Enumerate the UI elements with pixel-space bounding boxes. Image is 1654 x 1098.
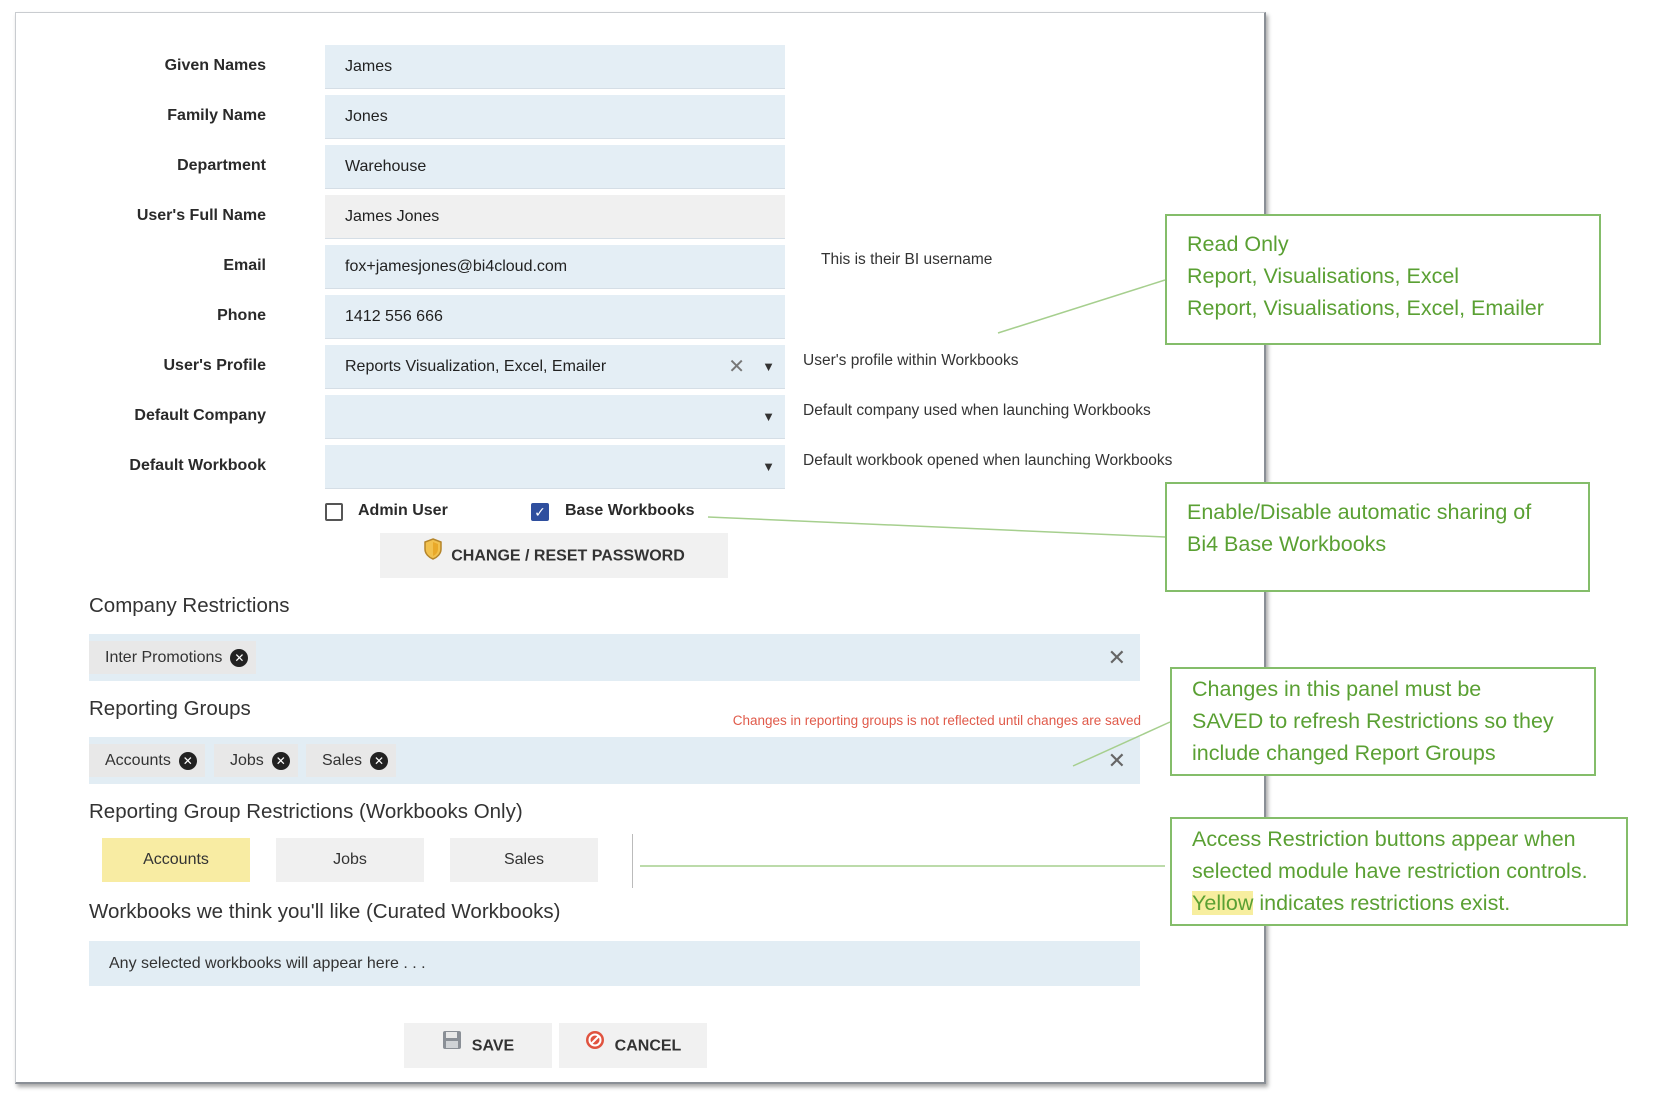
family-name-label: Family Name <box>167 107 266 124</box>
default-workbook-hint: Default workbook opened when launching W… <box>803 452 1173 469</box>
callout-line-rest: indicates restrictions exist. <box>1253 891 1511 915</box>
clear-icon[interactable]: ✕ <box>728 356 745 378</box>
base-workbooks-checkbox[interactable]: ✓ <box>531 503 549 521</box>
default-company-select[interactable]: ▼ <box>325 395 785 439</box>
profile-label: User's Profile <box>163 357 266 374</box>
phone-input[interactable]: 1412 556 666 <box>325 295 785 339</box>
admin-user-checkbox[interactable] <box>325 503 343 521</box>
reporting-group-restrictions-title: Reporting Group Restrictions (Workbooks … <box>89 800 523 823</box>
reporting-group-tag-label: Sales <box>322 752 363 769</box>
department-label: Department <box>177 157 266 174</box>
callout-line: Report, Visualisations, Excel <box>1187 264 1460 288</box>
divider <box>632 834 633 888</box>
reporting-group-tag-label: Jobs <box>230 752 264 769</box>
default-company-hint: Default company used when launching Work… <box>803 402 1151 419</box>
curated-workbooks-placeholder: Any selected workbooks will appear here … <box>109 955 426 972</box>
floppy-disk-icon <box>442 1023 462 1068</box>
reporting-groups-field[interactable]: Accounts ✕ Jobs ✕ Sales ✕ ✕ <box>89 737 1140 784</box>
reporting-group-tag: Sales ✕ <box>306 744 397 777</box>
callout-line: Enable/Disable automatic sharing of <box>1187 500 1532 524</box>
base-workbooks-callout: Enable/Disable automatic sharing of Bi4 … <box>1165 482 1590 592</box>
default-workbook-select[interactable]: ▼ <box>325 445 785 489</box>
restriction-button-jobs[interactable]: Jobs <box>276 838 424 882</box>
clear-all-icon[interactable]: ✕ <box>1107 645 1126 670</box>
chevron-down-icon[interactable]: ▼ <box>762 359 775 374</box>
department-input[interactable]: Warehouse <box>325 145 785 189</box>
email-input[interactable]: fox+jamesjones@bi4cloud.com <box>325 245 785 289</box>
given-names-input[interactable]: James <box>325 45 785 89</box>
change-password-label: CHANGE / RESET PASSWORD <box>451 547 685 565</box>
remove-tag-icon[interactable]: ✕ <box>230 648 249 667</box>
company-restrictions-field[interactable]: Inter Promotions ✕ ✕ <box>89 634 1140 681</box>
profile-callout: Read Only Report, Visualisations, Excel … <box>1165 214 1601 345</box>
callout-line: Changes in this panel must be <box>1192 677 1482 701</box>
save-label: SAVE <box>471 1037 515 1055</box>
chevron-down-icon[interactable]: ▼ <box>762 459 775 474</box>
company-restrictions-title: Company Restrictions <box>89 594 290 617</box>
clear-all-icon[interactable]: ✕ <box>1107 748 1126 773</box>
reporting-groups-warning: Changes in reporting groups is not refle… <box>732 713 1141 728</box>
company-tag-label: Inter Promotions <box>105 649 223 666</box>
chevron-down-icon[interactable]: ▼ <box>762 409 775 424</box>
callout-line: Access Restriction buttons appear when <box>1192 827 1576 851</box>
profile-select-value: Reports Visualization, Excel, Emailer <box>345 358 607 375</box>
profile-hint: User's profile within Workbooks <box>803 352 1019 369</box>
restriction-button-sales[interactable]: Sales <box>450 838 598 882</box>
family-name-input[interactable]: Jones <box>325 95 785 139</box>
change-password-button[interactable]: CHANGE / RESET PASSWORD <box>380 533 728 578</box>
yellow-highlight: Yellow <box>1192 891 1254 915</box>
default-workbook-label: Default Workbook <box>129 457 266 474</box>
base-workbooks-label: Base Workbooks <box>565 502 695 519</box>
profile-select[interactable]: Reports Visualization, Excel, Emailer ✕ … <box>325 345 785 389</box>
full-name-label: User's Full Name <box>136 207 266 224</box>
remove-tag-icon[interactable]: ✕ <box>178 751 197 770</box>
callout-line: Yellow indicates restrictions exist. <box>1192 887 1626 919</box>
given-names-label: Given Names <box>164 57 266 74</box>
cancel-button[interactable]: CANCEL <box>559 1023 707 1068</box>
full-name-field: James Jones <box>325 195 785 239</box>
curated-workbooks-field[interactable]: Any selected workbooks will appear here … <box>89 941 1140 986</box>
callout-line: Report, Visualisations, Excel, Emailer <box>1187 296 1544 320</box>
restriction-button-accounts[interactable]: Accounts <box>102 838 250 882</box>
shield-icon <box>423 533 443 578</box>
remove-tag-icon[interactable]: ✕ <box>370 751 389 770</box>
checkmark-icon: ✓ <box>534 504 546 520</box>
callout-line: Read Only <box>1187 232 1289 256</box>
email-label: Email <box>223 257 266 274</box>
email-hint: This is their BI username <box>821 251 993 268</box>
reporting-group-tag: Accounts ✕ <box>89 744 205 777</box>
reporting-groups-callout: Changes in this panel must be SAVED to r… <box>1170 667 1596 776</box>
callout-line: selected module have restriction control… <box>1192 859 1588 883</box>
cancel-label: CANCEL <box>614 1037 682 1055</box>
remove-tag-icon[interactable]: ✕ <box>271 751 290 770</box>
default-company-label: Default Company <box>134 407 266 424</box>
save-button[interactable]: SAVE <box>404 1023 552 1068</box>
phone-label: Phone <box>217 307 266 324</box>
reporting-groups-title: Reporting Groups <box>89 697 251 720</box>
reporting-group-tag-label: Accounts <box>105 752 171 769</box>
cancel-icon <box>585 1023 605 1068</box>
admin-user-label: Admin User <box>358 502 448 519</box>
callout-line: include changed Report Groups <box>1192 741 1496 765</box>
curated-workbooks-title: Workbooks we think you'll like (Curated … <box>89 900 561 923</box>
callout-line: Bi4 Base Workbooks <box>1187 532 1387 556</box>
company-tag: Inter Promotions ✕ <box>89 641 257 674</box>
restrictions-callout: Access Restriction buttons appear when s… <box>1170 817 1628 926</box>
callout-line: SAVED to refresh Restrictions so they <box>1192 709 1554 733</box>
reporting-group-tag: Jobs ✕ <box>214 744 298 777</box>
